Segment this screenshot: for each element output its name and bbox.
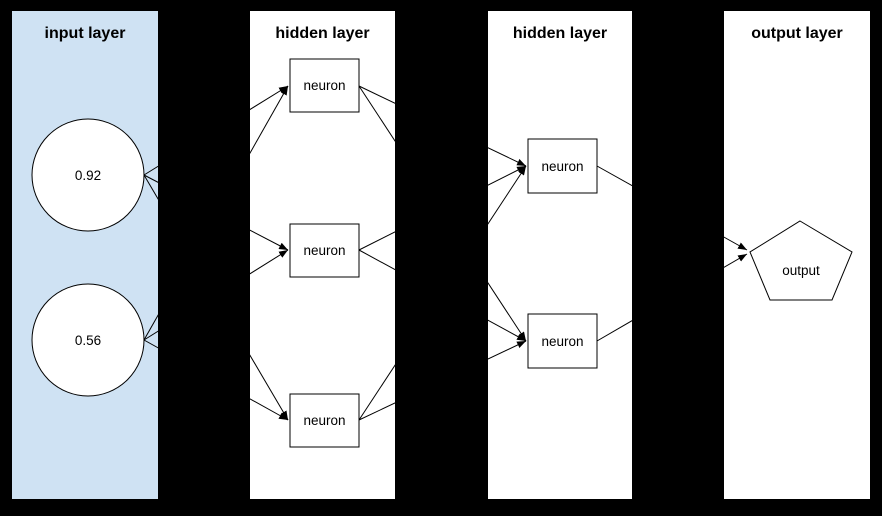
h1-neuron-2-label: neuron xyxy=(303,243,345,258)
edge-input2-h1n3 xyxy=(143,339,289,421)
title-output-layer: output layer xyxy=(751,25,843,42)
title-hidden-layer-1: hidden layer xyxy=(275,25,369,42)
output-node-label: output xyxy=(782,263,820,278)
output-node xyxy=(749,220,853,301)
title-input-layer: input layer xyxy=(45,25,126,42)
edge-h1n1-h2n2 xyxy=(358,85,527,342)
h1-neuron-2 xyxy=(289,223,360,278)
edge-h1n3-h2n1 xyxy=(358,165,527,421)
edge-h1n2-h2n2 xyxy=(358,249,527,342)
input-node-2 xyxy=(31,283,145,397)
h1-neuron-3-label: neuron xyxy=(303,413,345,428)
edge-h1n3-h2n2 xyxy=(358,340,527,421)
edge-h2n2-output xyxy=(596,253,748,342)
h2-neuron-1-label: neuron xyxy=(541,159,583,174)
h2-neuron-2 xyxy=(527,313,598,369)
title-hidden-layer-2: hidden layer xyxy=(513,25,607,42)
edge-h1n1-h2n1 xyxy=(358,85,527,167)
edge-input2-h1n2 xyxy=(143,249,289,341)
h2-neuron-1 xyxy=(527,138,598,194)
edges xyxy=(143,85,748,421)
input-node-1-value: 0.92 xyxy=(75,168,101,183)
h1-neuron-1 xyxy=(289,58,360,113)
edge-input2-h1n1 xyxy=(143,85,289,341)
input-node-1 xyxy=(31,118,145,232)
h2-neuron-2-label: neuron xyxy=(541,334,583,349)
h1-neuron-1-label: neuron xyxy=(303,78,345,93)
h1-neuron-3 xyxy=(289,393,360,448)
edge-input1-h1n1 xyxy=(143,85,289,176)
input-node-2-value: 0.56 xyxy=(75,333,101,348)
edge-input1-h1n3 xyxy=(143,174,289,421)
edge-h1n2-h2n1 xyxy=(358,165,527,251)
edge-h2n1-output xyxy=(596,165,748,251)
panel-input-layer xyxy=(12,11,158,499)
panel-hidden-layer-2 xyxy=(488,11,632,499)
